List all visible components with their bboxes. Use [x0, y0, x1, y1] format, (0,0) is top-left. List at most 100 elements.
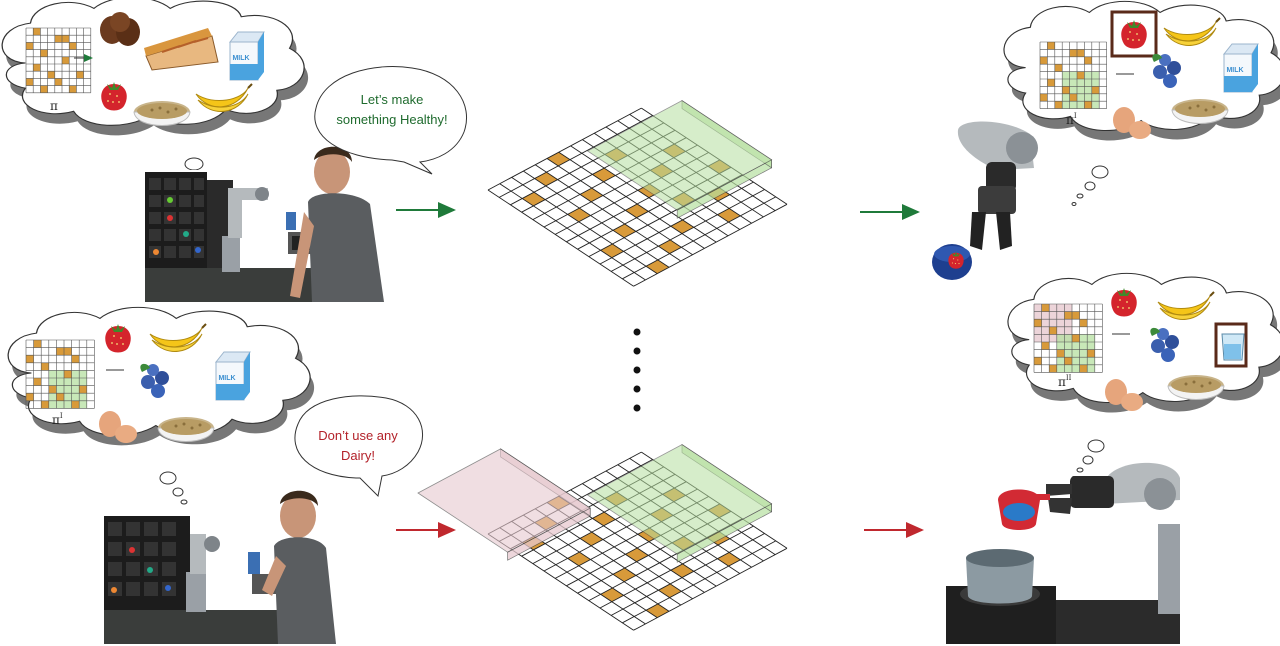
grid-cell-filled	[76, 71, 84, 79]
grid-cell-filled	[54, 78, 62, 86]
grid-cell-filled	[64, 370, 72, 378]
stove-pot-icon	[946, 524, 1180, 644]
kitchen-shelf-icon	[145, 172, 207, 280]
grid-line	[599, 525, 754, 609]
policy-grid-pi-II-bottom-robot	[1033, 303, 1103, 373]
grid-cell-filled	[613, 224, 636, 238]
thought-trail-bottom-right	[1071, 439, 1105, 480]
grid-cell-filled	[625, 548, 649, 562]
grid-cell-filled	[71, 355, 80, 363]
pi-label-robot-top: πI	[1066, 112, 1077, 127]
grid-line	[498, 115, 653, 198]
grid-line	[511, 177, 658, 274]
grid-cell-filled	[1041, 304, 1050, 312]
robot-arm-icon	[1046, 462, 1180, 514]
grid-cell-filled	[26, 42, 34, 50]
grid-cell-filled	[1047, 42, 1055, 50]
grid-cell-filled	[592, 168, 616, 182]
speech-text-top-line1: Let’s make	[361, 92, 424, 107]
grid-line	[570, 489, 717, 587]
oatmeal-bowl-icon	[157, 416, 215, 442]
grid-cell-filled	[580, 532, 603, 546]
grid-line	[523, 170, 670, 268]
grid-cell-filled	[1040, 56, 1048, 65]
policy-grid-pi-I-bottom	[25, 339, 95, 409]
grid-cell-filled	[534, 172, 558, 186]
milk-carton-icon: MILK	[229, 31, 265, 81]
grid-cell-filled	[64, 347, 72, 356]
robot-arm-icon	[186, 534, 220, 612]
grid-cell-filled	[1056, 349, 1065, 358]
grid-line	[534, 164, 682, 262]
grid-cell-filled	[69, 85, 77, 93]
thought-trail-bottom-left	[159, 471, 188, 505]
grid-cell-filled	[41, 400, 49, 409]
grid-cell-filled	[33, 340, 42, 348]
grid-cell-filled	[1087, 349, 1095, 358]
milk-carton-icon: MILK	[1223, 43, 1259, 93]
milk-label: MILK	[218, 375, 235, 382]
grid-cell-filled	[33, 378, 42, 386]
grid-cell-filled	[522, 192, 546, 206]
milk-label: MILK	[232, 55, 249, 62]
grid-cell-filled	[1079, 319, 1088, 327]
grid-line	[487, 107, 642, 191]
grid-cell-filled	[1041, 342, 1050, 350]
grid-cell-filled	[567, 552, 591, 566]
grid-cell-filled	[1034, 357, 1042, 365]
grid-cell-filled	[1077, 49, 1085, 57]
grid-cell-filled	[580, 188, 603, 202]
oatmeal-bowl-icon	[1171, 98, 1229, 124]
pi-label-robot-bottom: πII	[1058, 374, 1072, 389]
milk-label: MILK	[1226, 67, 1243, 74]
kitchen-shelf-icon	[104, 516, 190, 628]
grid-cell-filled	[1049, 326, 1057, 335]
grid-cell-filled	[625, 204, 649, 218]
kitchen-scene-bottom	[104, 490, 340, 644]
grid-cell-filled	[658, 583, 682, 598]
grid-cell-filled	[1084, 101, 1092, 109]
grid-line	[570, 145, 717, 243]
grid-cell-filled	[1064, 357, 1072, 365]
grid-line	[558, 151, 705, 249]
speech-text-top-line2: something Healthy!	[336, 112, 447, 127]
speech-text-bottom-line2: Dairy!	[341, 448, 375, 463]
grid-line	[622, 196, 777, 280]
grid-cell-filled	[600, 588, 624, 602]
grid-line	[610, 189, 765, 272]
grid-cell-filled	[47, 71, 55, 79]
pi-label-bottom: πI	[52, 412, 63, 427]
grid-cell-filled	[717, 552, 741, 567]
speech-bubble-bottom: Don’t use any Dairy!	[294, 395, 423, 498]
grid-cell-filled	[717, 208, 741, 223]
policy-grid-pi-I-top-robot	[1039, 41, 1107, 109]
grid-cell-filled	[1077, 71, 1085, 79]
grid-cell-filled	[1072, 334, 1080, 342]
kitchen-scene-top	[145, 146, 384, 302]
bowl-icon	[932, 244, 972, 280]
person-icon	[262, 490, 336, 644]
pie-icon	[144, 28, 219, 71]
grid-cell-filled	[592, 512, 616, 526]
speech-bubble-top: Let’s make something Healthy!	[314, 66, 468, 175]
measuring-cup-icon	[998, 489, 1050, 530]
person-icon	[290, 146, 384, 302]
grid-cell-filled	[26, 78, 34, 86]
grid-cell-filled	[33, 28, 41, 36]
grid-line	[546, 158, 693, 256]
grid-line	[622, 540, 777, 624]
grid-cell-filled	[41, 362, 49, 371]
cookie-icon	[100, 12, 140, 46]
grid-cell-filled	[1084, 56, 1092, 65]
speech-text-bottom-line1: Don’t use any	[318, 428, 398, 443]
policy-grid-iso-top	[487, 99, 788, 287]
grid-cell-filled	[600, 244, 624, 258]
pi-label-top: π	[50, 99, 58, 113]
selected-item-frame	[1110, 10, 1158, 58]
grid-line	[499, 183, 646, 281]
grid-cell-filled	[1072, 311, 1080, 320]
grid-cell-filled	[62, 56, 70, 64]
grid-cell-filled	[69, 42, 77, 50]
grid-cell-filled	[1069, 49, 1077, 57]
grid-cell-filled	[79, 385, 87, 394]
